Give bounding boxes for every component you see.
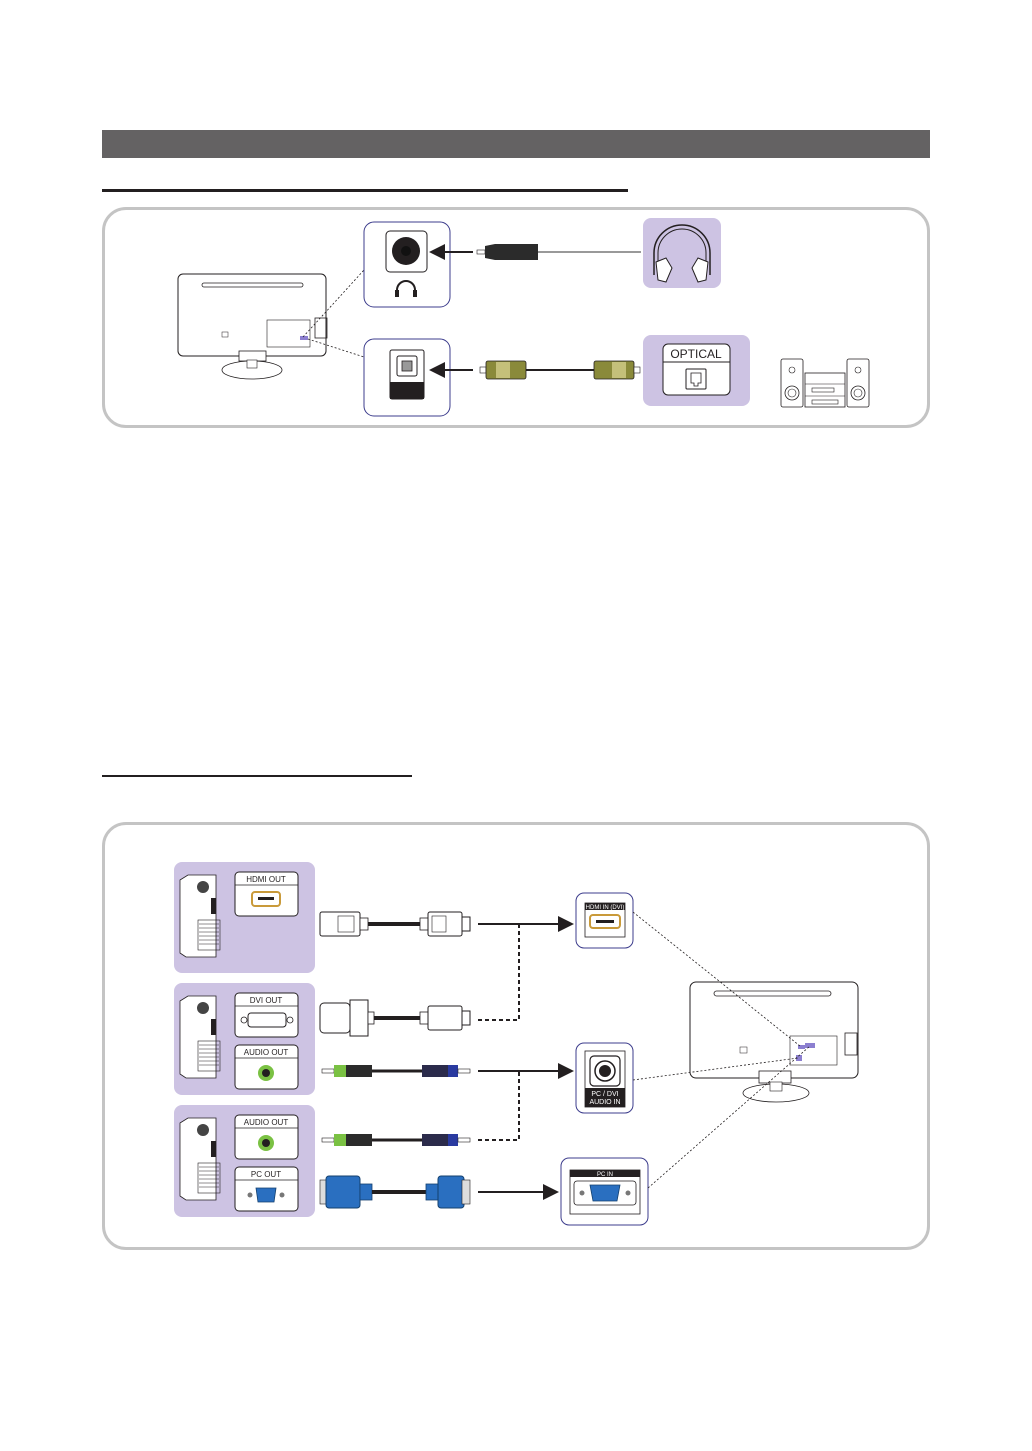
pc-tower-icon (179, 1117, 221, 1201)
audio-cable (321, 1065, 471, 1077)
zoom-guide-line (307, 338, 365, 358)
tv-optical-port (363, 338, 451, 417)
audio-system-optical-port: OPTICAL (643, 335, 750, 406)
audio-cable (321, 1134, 471, 1146)
tv-audio-in-port: PC / DVI AUDIO IN (575, 1042, 634, 1114)
tv-pc-in-port: PC IN (560, 1157, 649, 1226)
pc-output-port: PC OUT (234, 1166, 299, 1212)
alternate-connection-line (478, 1071, 520, 1141)
pc-port-label: DVI OUT (250, 996, 283, 1005)
pc-tower-icon (179, 995, 221, 1079)
headphones-icon (653, 224, 711, 283)
pc-output-port: DVI OUT (234, 992, 299, 1038)
pc-source-panel: DVI OUT AUDIO OUT (174, 983, 315, 1095)
pc-port-label: HDMI OUT (246, 875, 286, 884)
tv-headphone-port (363, 221, 451, 308)
audio-in-label-line2: AUDIO IN (589, 1099, 620, 1106)
tv-hdmi-in-port: HDMI IN (DVI) (575, 892, 634, 949)
pc-output-port: HDMI OUT (234, 871, 299, 917)
pc-source-panel: AUDIO OUT PC OUT (174, 1105, 315, 1217)
alternate-connection-line (478, 924, 520, 1021)
optical-cable (479, 360, 641, 380)
pc-output-port: AUDIO OUT (234, 1044, 299, 1090)
headphone-icon (395, 280, 417, 297)
hdmi-in-label: HDMI IN (DVI) (586, 905, 625, 911)
hdmi-cable (319, 911, 471, 937)
audio-in-label-line1: PC / DVI (591, 1091, 618, 1098)
optical-port-label: OPTICAL (670, 347, 722, 361)
headphones-device (643, 218, 721, 288)
section2-heading-underline (102, 775, 412, 777)
pc-port-label: AUDIO OUT (244, 1048, 289, 1057)
zoom-guide-line (302, 269, 365, 338)
tv-back-icon (689, 981, 859, 1103)
pc-port-label: AUDIO OUT (244, 1118, 289, 1127)
section1-heading-underline (102, 189, 628, 192)
pc-tower-icon (179, 874, 221, 958)
pc-source-panel: HDMI OUT (174, 862, 315, 973)
pc-output-port: AUDIO OUT (234, 1114, 299, 1160)
optical-port-icon (690, 372, 702, 387)
stereo-system-icon (780, 358, 870, 408)
pc-port-label: PC OUT (251, 1170, 281, 1179)
headphone-jack-plug (476, 244, 641, 260)
vga-cable (319, 1175, 471, 1209)
section-header-bar (102, 130, 930, 158)
dvi-hdmi-cable (319, 999, 471, 1037)
pc-in-label: PC IN (597, 1172, 613, 1178)
tv-back-icon (177, 273, 328, 380)
